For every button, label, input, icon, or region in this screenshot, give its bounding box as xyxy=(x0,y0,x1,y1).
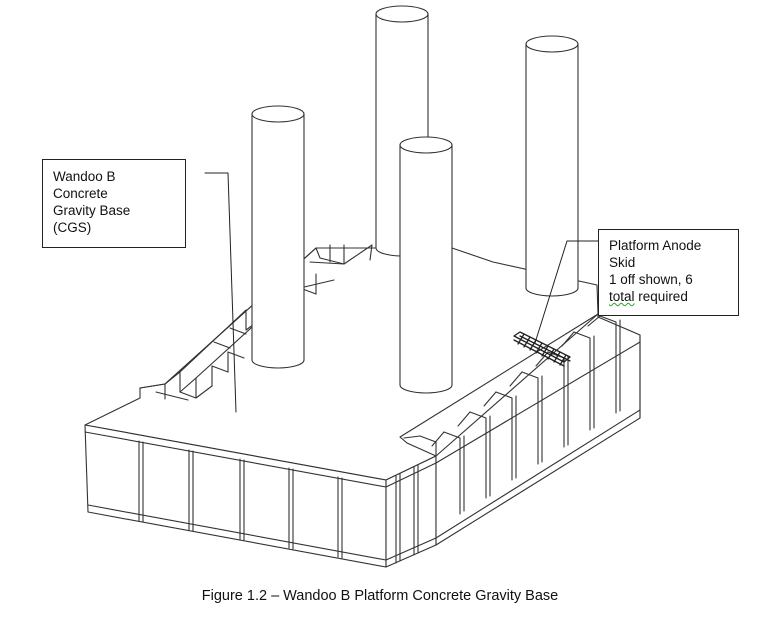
column-rear-right xyxy=(525,35,579,297)
skid-callout-line: Skid xyxy=(609,255,636,270)
cgs-callout-box: Wandoo B Concrete Gravity Base (CGS) xyxy=(42,159,186,248)
figure-caption: Figure 1.2 – Wandoo B Platform Concrete … xyxy=(201,588,559,604)
skid-callout-line: Platform Anode xyxy=(609,238,702,253)
skid-callout-word-required: required xyxy=(638,289,688,304)
front-wall xyxy=(84,424,387,568)
right-wall xyxy=(385,455,437,568)
column-front-left xyxy=(251,105,305,369)
skid-callout-line: 1 off shown, 6 xyxy=(609,272,693,287)
leader-line xyxy=(204,172,599,413)
cgs-callout-line: Wandoo B xyxy=(53,169,116,184)
column-front-right xyxy=(399,136,453,394)
skid-callout-line-last: total required xyxy=(609,288,728,305)
skid-callout-word-total: total xyxy=(609,289,635,304)
cgs-callout-line: Gravity Base xyxy=(53,203,131,218)
cgs-callout-line: Concrete xyxy=(53,186,108,201)
anode-skid-callout-box: Platform Anode Skid 1 off shown, 6 total… xyxy=(598,229,739,316)
rear-compartments xyxy=(139,244,373,401)
anode-skid-lattice xyxy=(513,331,571,367)
cgs-callout-line: (CGS) xyxy=(53,220,92,235)
